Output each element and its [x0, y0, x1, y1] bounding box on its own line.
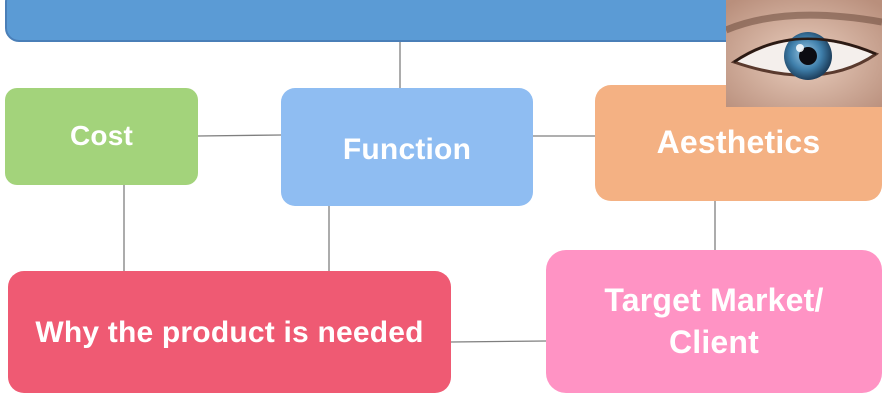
eye-photo — [726, 0, 882, 107]
connector-why-target — [450, 340, 547, 343]
node-cost-label: Cost — [69, 120, 134, 152]
eye-illustration — [726, 0, 882, 107]
connector-cost-function — [197, 134, 282, 137]
title-text — [39, 0, 739, 4]
title-box — [5, 0, 831, 42]
node-target-market: Target Market/ Client — [546, 250, 882, 393]
node-function: Function — [281, 88, 533, 206]
node-target-label-line2: Client — [668, 323, 760, 360]
node-target-label-line1: Target Market/ — [604, 281, 824, 318]
node-aesthetics-label: Aesthetics — [656, 124, 821, 161]
node-function-label: Function — [342, 132, 472, 166]
node-why-needed-label: Why the product is needed — [35, 315, 424, 349]
node-why-needed: Why the product is needed — [8, 271, 451, 393]
node-cost: Cost — [5, 88, 198, 185]
